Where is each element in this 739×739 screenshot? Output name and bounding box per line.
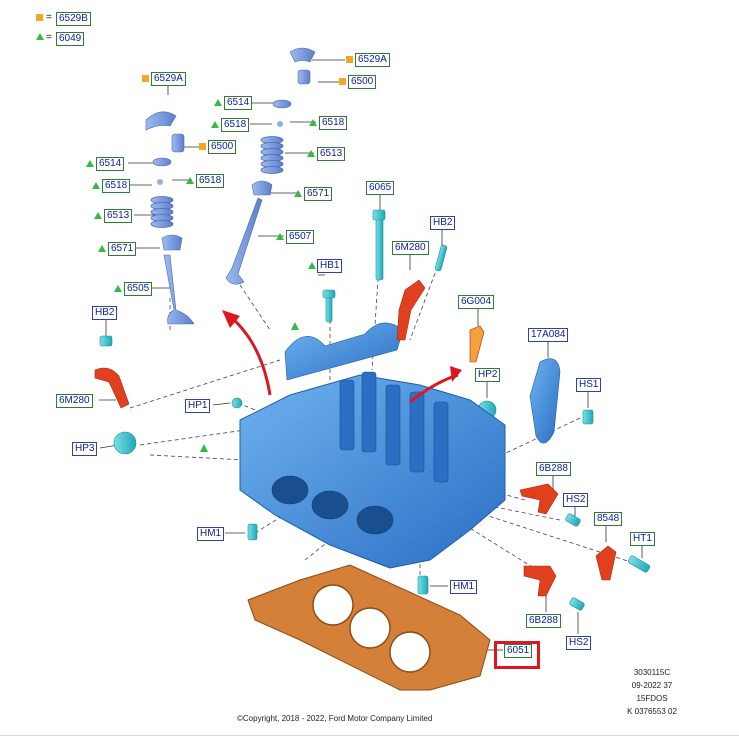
sensor-parts: [94, 279, 617, 597]
label-6514-left[interactable]: 6514: [96, 157, 125, 171]
marker-triangle-icon: [186, 177, 194, 184]
label-6514-right[interactable]: 6514: [224, 96, 253, 110]
label-hm1-left[interactable]: HM1: [197, 527, 225, 541]
bottom-divider: [0, 735, 739, 736]
copyright-text: ©Copyright, 2018 - 2022, Ford Motor Comp…: [237, 714, 433, 723]
marker-triangle-icon: [307, 150, 315, 157]
label-hs1[interactable]: HS1: [576, 378, 602, 392]
label-6571-left[interactable]: 6571: [108, 242, 137, 256]
legend-label-6049: 6049: [56, 32, 85, 46]
valve-assembly-right: [225, 47, 316, 285]
legend-equals: =: [46, 12, 52, 23]
marker-square-icon: [142, 75, 149, 82]
marker-triangle-icon: [214, 99, 222, 106]
label-6518-r2[interactable]: 6518: [319, 116, 348, 130]
ref-line-2: 09-2022 37: [631, 681, 673, 690]
teal-fasteners: [99, 209, 651, 611]
label-6518-r1[interactable]: 6518: [221, 118, 250, 132]
label-hb1[interactable]: HB1: [317, 259, 343, 273]
marker-triangle-icon: [309, 119, 317, 126]
label-6571-right[interactable]: 6571: [304, 187, 333, 201]
legend-triangle-icon: [36, 33, 44, 40]
marker-triangle-icon: [86, 160, 94, 167]
cylinder-head: [239, 371, 506, 569]
label-6518-l1[interactable]: 6518: [102, 179, 131, 193]
marker-square-icon: [339, 78, 346, 85]
label-ht1[interactable]: HT1: [630, 532, 655, 546]
marker-triangle-icon: [92, 182, 100, 189]
bracket-17a084: [529, 358, 561, 444]
label-6529a-right[interactable]: 6529A: [355, 53, 390, 67]
label-8548[interactable]: 8548: [594, 512, 623, 526]
label-6518-l2[interactable]: 6518: [196, 174, 225, 188]
head-gasket: [247, 564, 491, 691]
marker-triangle-icon: [114, 285, 122, 292]
label-6m280-top[interactable]: 6M280: [392, 241, 429, 255]
legend-square-icon: [36, 14, 43, 21]
label-hp1[interactable]: HP1: [185, 399, 211, 413]
marker-triangle-icon: [276, 233, 284, 240]
label-6507[interactable]: 6507: [286, 230, 315, 244]
valve-assembly-left: [145, 111, 195, 325]
label-6b288-bottom[interactable]: 6B288: [526, 614, 561, 628]
marker-triangle-icon: [98, 245, 106, 252]
marker-triangle-icon: [294, 190, 302, 197]
label-hb2-left[interactable]: HB2: [92, 306, 118, 320]
label-6051[interactable]: 6051: [504, 644, 533, 658]
ref-line-4: K 0376553 02: [627, 707, 677, 716]
label-6b288-top[interactable]: 6B288: [536, 462, 571, 476]
marker-triangle-icon: [94, 212, 102, 219]
label-6065[interactable]: 6065: [366, 181, 395, 195]
label-6g004[interactable]: 6G004: [458, 295, 495, 309]
marker-triangle-icon: [308, 262, 316, 269]
label-hs2-top[interactable]: HS2: [563, 493, 589, 507]
label-17a084[interactable]: 17A084: [528, 328, 569, 342]
label-6500-right[interactable]: 6500: [348, 75, 377, 89]
label-6513-right[interactable]: 6513: [317, 147, 346, 161]
marker-square-icon: [199, 143, 206, 150]
label-hs2-bottom[interactable]: HS2: [566, 636, 592, 650]
label-6m280-left[interactable]: 6M280: [56, 394, 93, 408]
marker-square-icon: [346, 56, 353, 63]
ref-line-3: 15FDOS: [636, 694, 668, 703]
label-hp3[interactable]: HP3: [72, 442, 98, 456]
label-6505[interactable]: 6505: [124, 282, 153, 296]
marker-triangle-icon: [211, 121, 219, 128]
legend-equals-2: =: [46, 32, 52, 43]
part-markers: [200, 322, 299, 452]
highlight-box-6051: [494, 641, 540, 669]
label-6500-left[interactable]: 6500: [208, 140, 237, 154]
legend-label-6529b: 6529B: [56, 12, 91, 26]
label-6513-left[interactable]: 6513: [104, 209, 133, 223]
label-hm1-right[interactable]: HM1: [450, 580, 478, 594]
ref-line-1: 3030115C: [633, 668, 671, 677]
label-6529a-left[interactable]: 6529A: [151, 72, 186, 86]
bearing-caps: [284, 322, 404, 381]
label-hb2-top[interactable]: HB2: [430, 216, 456, 230]
label-hp2[interactable]: HP2: [475, 368, 501, 382]
